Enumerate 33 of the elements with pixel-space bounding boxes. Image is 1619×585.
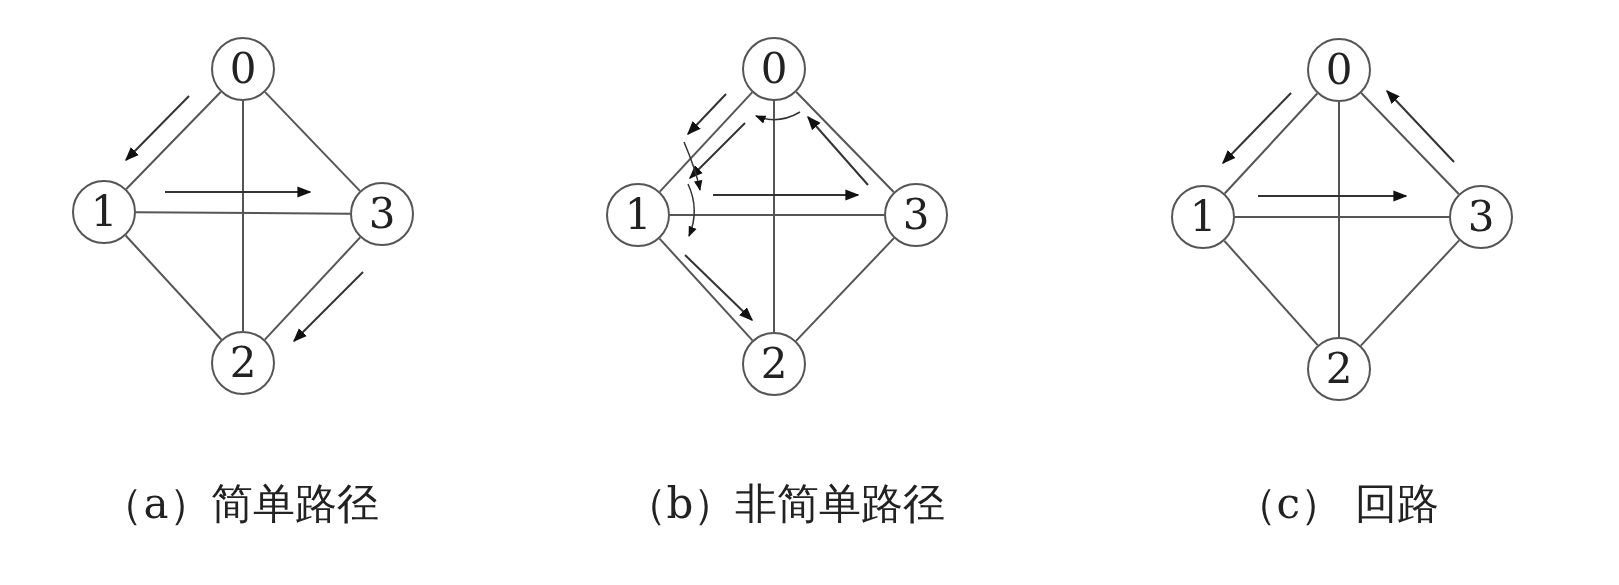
graph-edge xyxy=(1223,92,1319,195)
vertex-circle: 3 xyxy=(884,183,948,247)
caption: （b）非简单路径 xyxy=(624,478,946,530)
vertex-circle: 0 xyxy=(742,37,806,101)
vertex-circle: 1 xyxy=(606,183,670,247)
graph-edge xyxy=(1223,239,1319,347)
vertex-circle: 0 xyxy=(1307,38,1371,102)
caption: （a）简单路径 xyxy=(101,478,379,530)
graph-edge xyxy=(1359,239,1461,347)
graph-edge xyxy=(1360,92,1460,195)
graph-edge xyxy=(1234,216,1450,218)
vertex-circle: 3 xyxy=(350,182,414,246)
caption: （c） 回路 xyxy=(1234,478,1440,530)
vertex-circle: 2 xyxy=(1307,337,1371,401)
graph-edge xyxy=(773,100,775,333)
graph-edge xyxy=(795,90,895,194)
graph-edge xyxy=(125,90,222,191)
graph-edge xyxy=(1338,101,1340,338)
graph-edge xyxy=(658,237,754,342)
graph-edge xyxy=(795,237,895,342)
graph-edge xyxy=(658,91,754,193)
graph-edge xyxy=(242,100,244,332)
vertex-circle: 2 xyxy=(211,331,275,395)
vertex-circle: 1 xyxy=(1171,185,1235,249)
vertex-circle: 1 xyxy=(72,180,136,244)
graph-edge xyxy=(124,234,223,341)
vertex-circle: 2 xyxy=(742,332,806,396)
graph-edge xyxy=(135,211,351,215)
graph-edge xyxy=(669,214,885,216)
vertex-circle: 0 xyxy=(211,37,275,101)
graph-edge xyxy=(263,236,362,341)
vertex-circle: 3 xyxy=(1449,185,1513,249)
graph-edge xyxy=(264,91,361,192)
